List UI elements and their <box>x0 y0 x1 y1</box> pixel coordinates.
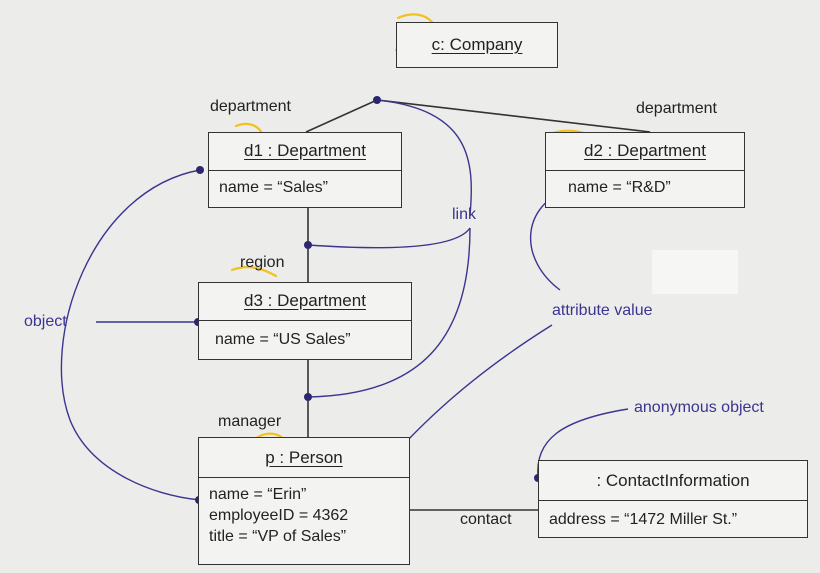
d2-attr-name: name = “R&D” <box>568 179 671 196</box>
d1-object-name: d1 : Department <box>244 141 366 160</box>
note-attribute-value: attribute value <box>552 302 653 319</box>
contact-attr-address: address = “1472 Miller St.” <box>549 511 738 528</box>
note-link-to-region-link <box>307 227 471 249</box>
d3-object: d3 : Department name = “US Sales” <box>198 282 412 360</box>
note-link: link <box>452 206 477 223</box>
person-attr-name: name = “Erin” <box>209 486 307 503</box>
d2-object: d2 : Department name = “R&D” <box>545 132 745 208</box>
d1-attr-name: name = “Sales” <box>219 179 328 196</box>
note-anonymous-object: anonymous object <box>634 399 764 416</box>
role-department-right: department <box>636 100 717 117</box>
background-patch <box>652 250 738 294</box>
role-department-left: department <box>210 98 291 115</box>
person-object: p : Person name = “Erin” employeeID = 43… <box>198 437 410 565</box>
person-attr-employee-id: employeeID = 4362 <box>209 507 349 524</box>
role-contact: contact <box>460 511 512 528</box>
note-link-to-company-link <box>376 99 472 216</box>
d1-object: d1 : Department name = “Sales” <box>208 132 402 208</box>
company-object-name: c: Company <box>431 35 523 54</box>
note-link-to-manager-link <box>307 227 471 398</box>
person-attr-title: title = “VP of Sales” <box>209 528 347 545</box>
link-dot-company <box>373 96 381 104</box>
role-region: region <box>240 254 285 271</box>
d2-object-name: d2 : Department <box>584 141 706 160</box>
link-dot-manager <box>304 393 312 401</box>
d3-object-name: d3 : Department <box>244 291 366 310</box>
note-object-curve <box>60 169 201 501</box>
link-dot-region <box>304 241 312 249</box>
link-company-d2 <box>376 99 651 133</box>
note-object: object <box>24 313 67 330</box>
company-object: c: Company <box>396 22 558 68</box>
object-dot-d1 <box>196 166 204 174</box>
d3-attr-name: name = “US Sales” <box>215 331 351 348</box>
highlight-region <box>230 266 278 278</box>
contact-object: : ContactInformation address = “1472 Mil… <box>538 460 808 538</box>
link-company-d1 <box>305 99 378 133</box>
person-object-name: p : Person <box>265 448 343 467</box>
role-manager: manager <box>218 413 282 430</box>
contact-object-name: : ContactInformation <box>596 471 750 490</box>
